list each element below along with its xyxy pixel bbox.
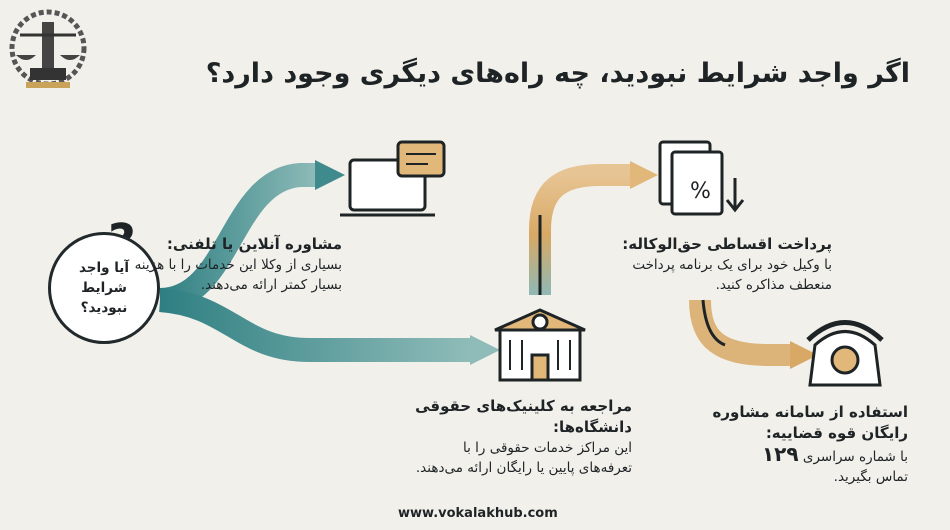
option-online-consult: مشاوره آنلاین یا تلفنی: بسیاری از وکلا ا… bbox=[102, 234, 342, 295]
tan-arrow-down bbox=[689, 299, 818, 369]
option-body: با شماره سراسری bbox=[802, 449, 908, 465]
laptop-chat-icon bbox=[340, 140, 446, 217]
university-building-icon bbox=[494, 308, 586, 382]
option-body: بسیاری از وکلا این خدمات را با هزینه بسی… bbox=[134, 257, 342, 293]
start-node: آیا واجد شرایط نبودید؟ bbox=[48, 232, 160, 344]
page-title: اگر واجد شرایط نبودید، چه راه‌های دیگری … bbox=[205, 58, 910, 89]
tan-arrow-up bbox=[529, 161, 658, 295]
invoice-percent-icon: % bbox=[658, 140, 745, 216]
option-title: مراجعه به کلینیک‌های حقوقی دانشگاه‌ها: bbox=[415, 397, 632, 436]
svg-text:%: % bbox=[690, 179, 711, 204]
option-title: مشاوره آنلاین یا تلفنی: bbox=[166, 235, 342, 253]
logo-icon bbox=[9, 9, 87, 88]
option-body: این مراکز خدمات حقوقی را با تعرفه‌های پا… bbox=[415, 440, 632, 476]
option-title: پرداخت اقساطی حق‌الوکاله: bbox=[622, 235, 832, 253]
start-label: آیا واجد شرایط نبودید؟ bbox=[78, 260, 129, 316]
option-judiciary-hotline: استفاده از سامانه مشاوره رایگان قوه قضای… bbox=[708, 402, 908, 487]
hotline-number: ۱۲۹ bbox=[761, 442, 799, 466]
option-body-end: تماس بگیرید. bbox=[833, 469, 908, 485]
option-university-clinic: مراجعه به کلینیک‌های حقوقی دانشگاه‌ها: ا… bbox=[412, 396, 632, 478]
telephone-icon bbox=[806, 320, 884, 387]
website-link[interactable]: www.vokalakhub.com bbox=[398, 506, 558, 521]
option-body: با وکیل خود برای یک برنامه پرداخت منعطف … bbox=[632, 257, 832, 293]
option-installment: پرداخت اقساطی حق‌الوکاله: با وکیل خود بر… bbox=[602, 234, 832, 295]
option-title: استفاده از سامانه مشاوره رایگان قوه قضای… bbox=[712, 403, 908, 442]
teal-arrow-lower bbox=[158, 288, 500, 365]
